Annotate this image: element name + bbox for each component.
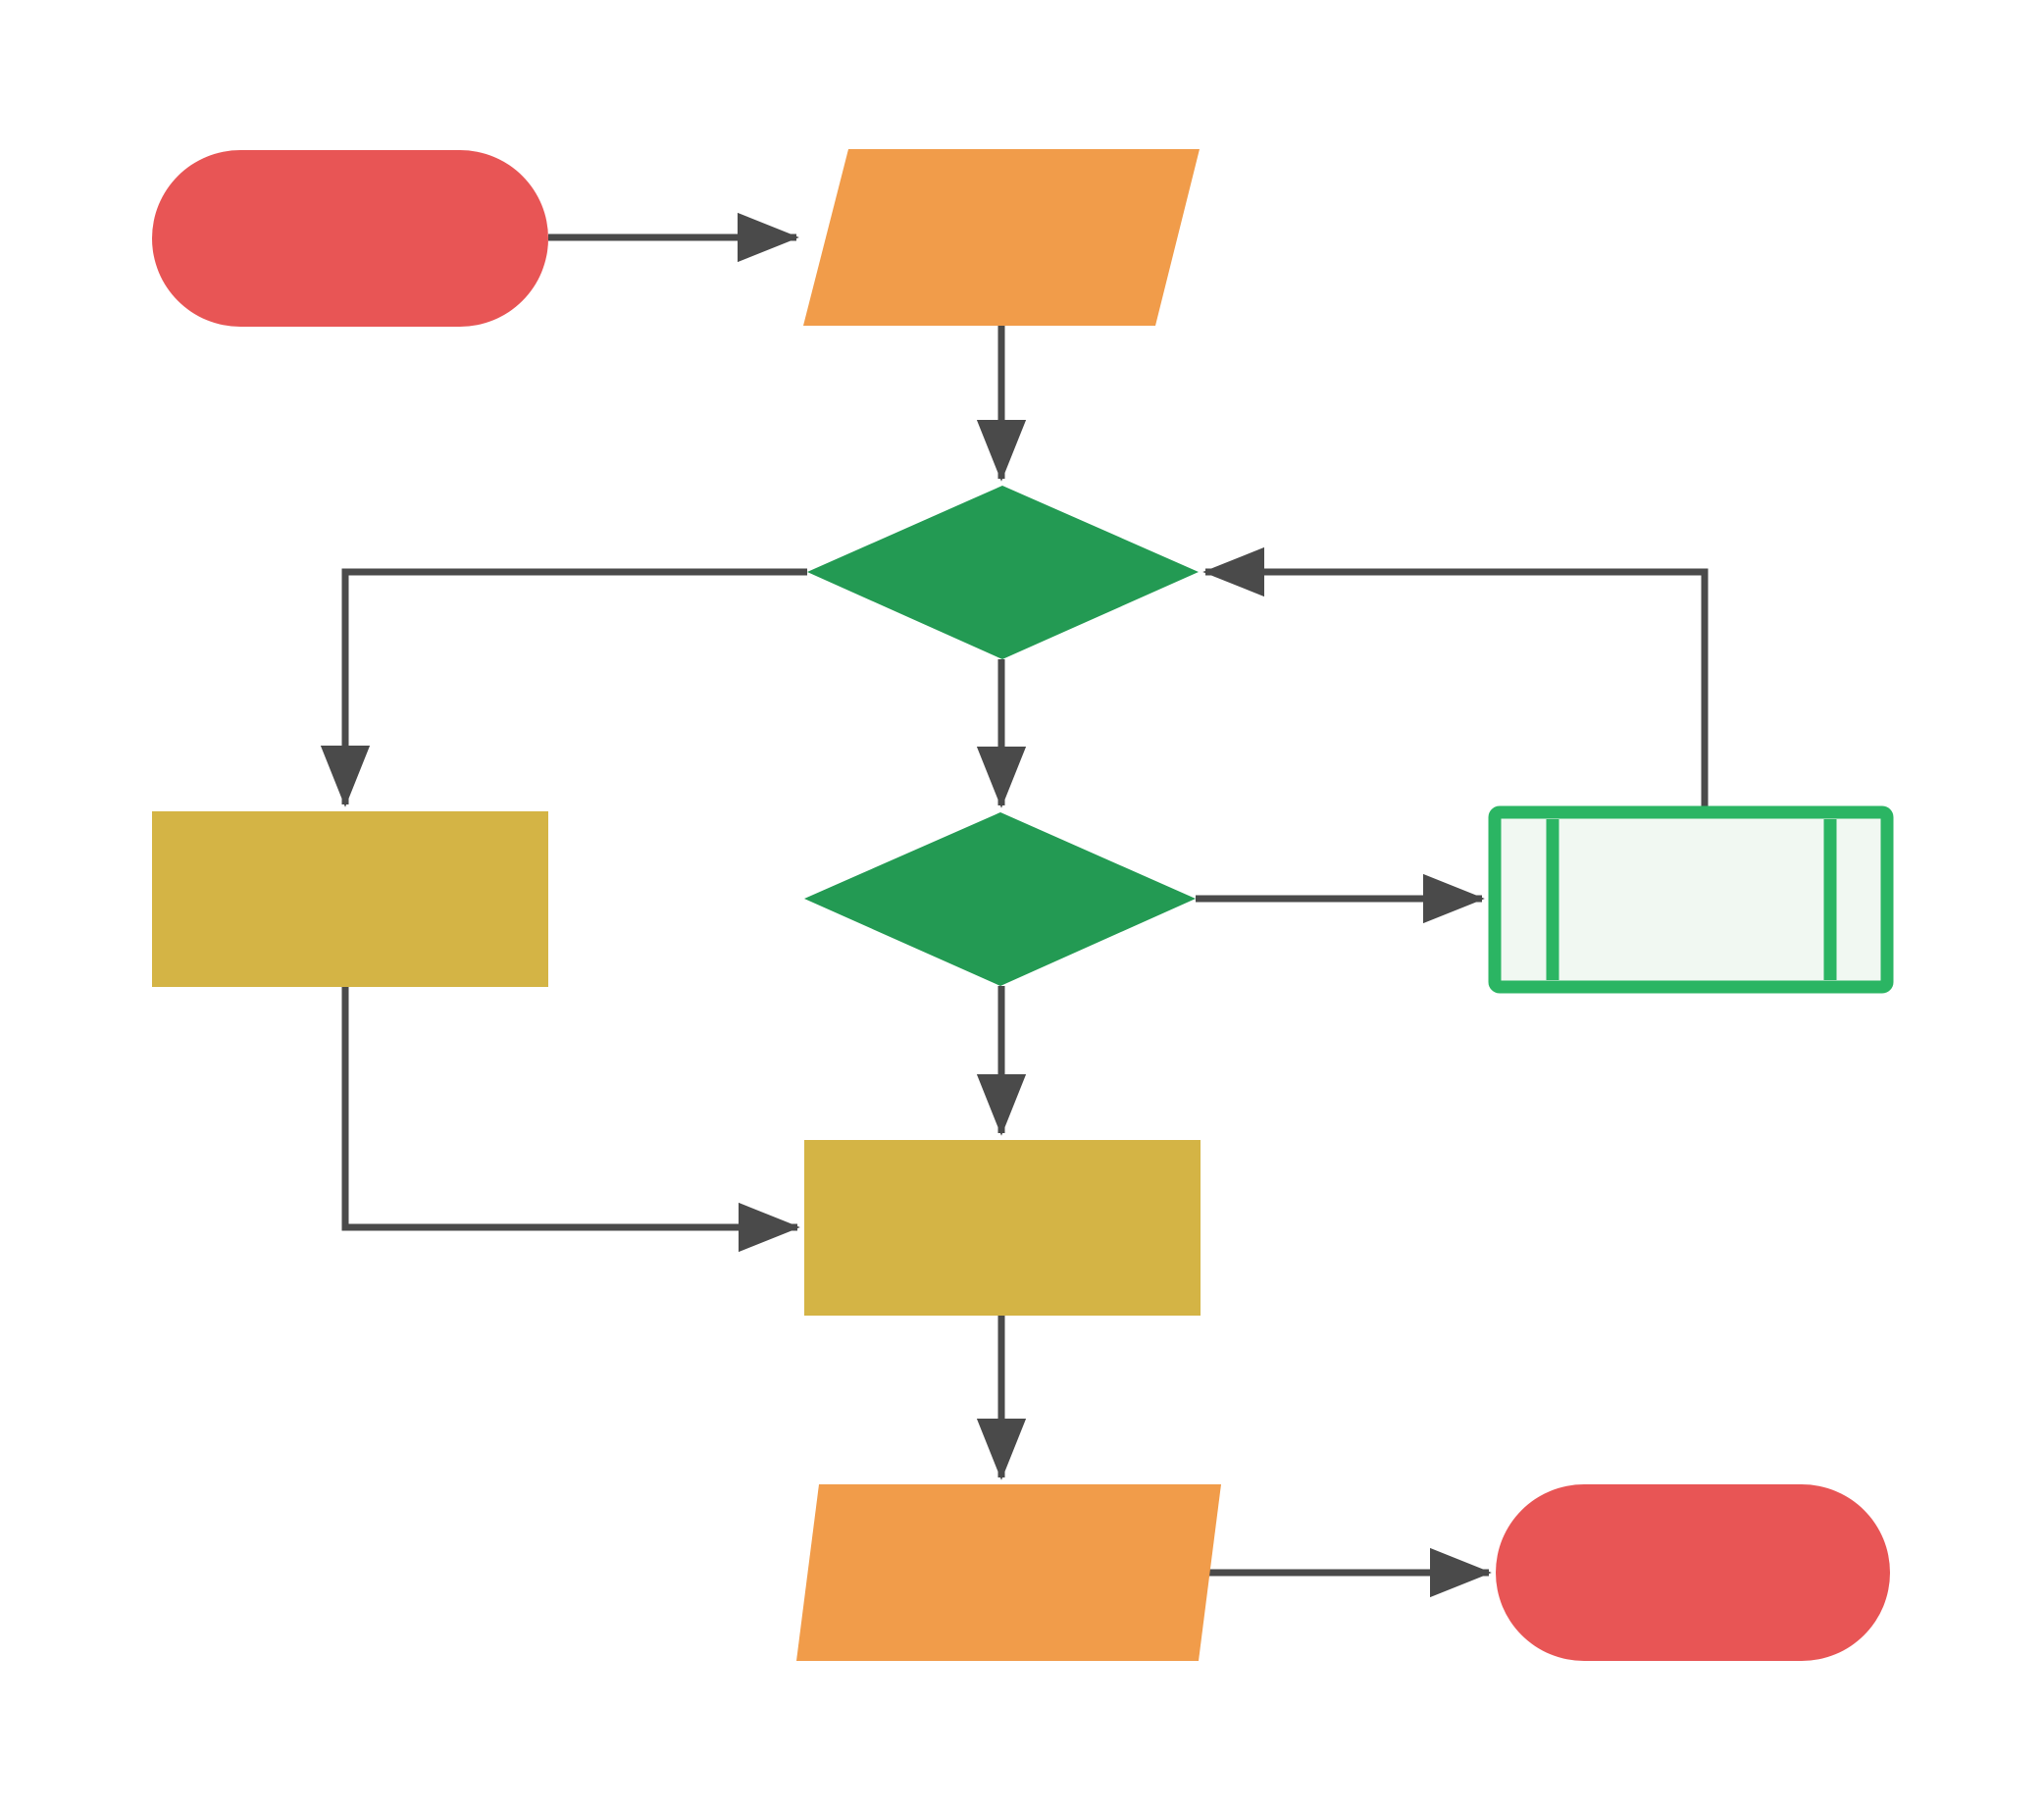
node-decision-2[interactable]: [804, 812, 1196, 986]
node-process-center[interactable]: [804, 1140, 1201, 1316]
node-subroutine-predefined-process[interactable]: [1488, 805, 1894, 994]
node-output-io[interactable]: [796, 1484, 1221, 1661]
node-decision-1[interactable]: [807, 486, 1199, 659]
edge-decision-1-to-process-left: [320, 568, 807, 807]
edge-subroutine-to-decision-1: [1202, 546, 1709, 806]
node-start-terminator[interactable]: [152, 150, 548, 327]
connector-layer: [320, 212, 1709, 1598]
node-process-left[interactable]: [152, 811, 548, 987]
edge-process-left-to-process-center: [341, 987, 800, 1253]
subroutine-outer-frame: [1488, 805, 1894, 994]
node-end-terminator[interactable]: [1496, 1484, 1890, 1661]
node-input-io[interactable]: [803, 149, 1200, 326]
